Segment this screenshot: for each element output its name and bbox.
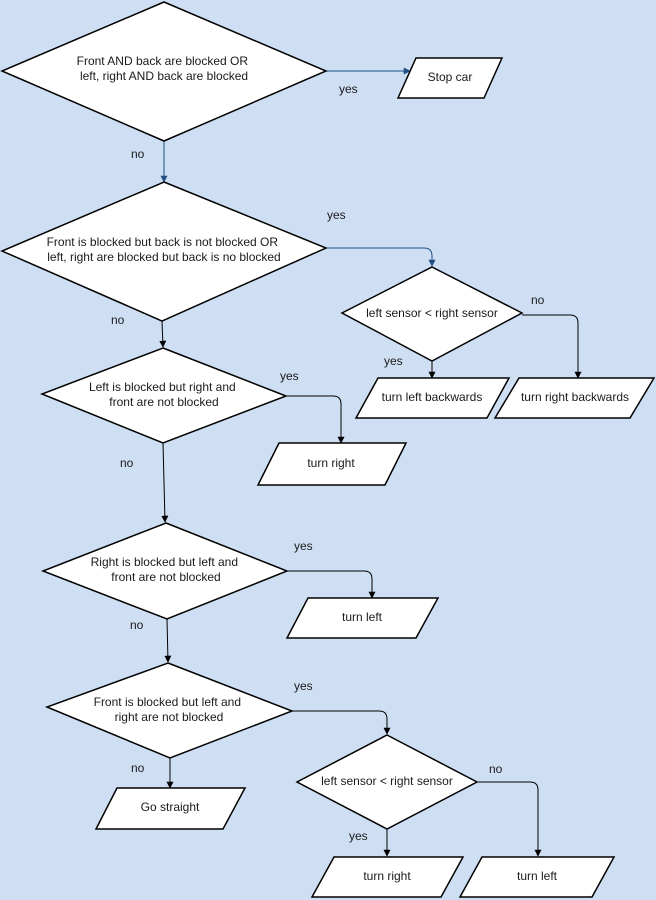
decision-d7: left sensor < right sensor <box>295 734 479 830</box>
process-turn-right-2: turn right <box>310 856 465 898</box>
label-d3-yes: yes <box>280 369 299 383</box>
label-d5-no: no <box>131 761 145 775</box>
process-turn-left-backwards-text: turn left backwards <box>382 390 483 404</box>
edges <box>159 67 582 857</box>
process-turn-right-backwards: turn right backwards <box>493 377 656 419</box>
decision-d4: Right is blocked but left and front are … <box>40 522 290 620</box>
edge-d3-yes <box>286 395 345 444</box>
process-stop-car-text: Stop car <box>428 70 473 84</box>
edge-d4-yes <box>287 570 376 599</box>
edge-d6-no <box>522 314 582 379</box>
decision-d2: Front is blocked but back is not blocked… <box>0 181 328 322</box>
process-turn-right-1-text: turn right <box>307 456 355 470</box>
label-d2-no: no <box>111 313 125 327</box>
decision-d3-text: Left is blocked but right and front are … <box>89 380 239 409</box>
decision-d4-text: Right is blocked but left and front are … <box>91 555 242 584</box>
edge-d2-no <box>159 320 167 348</box>
edge-d2-yes <box>326 247 436 267</box>
edge-d4-no <box>164 618 172 663</box>
process-stop-car: Stop car <box>396 57 504 99</box>
label-d1-yes: yes <box>339 82 358 96</box>
process-turn-left-2: turn left <box>458 856 616 898</box>
decision-d5-text: Front is blocked but left and right are … <box>94 695 245 724</box>
process-turn-left-1: turn left <box>285 597 440 639</box>
process-go-straight-text: Go straight <box>141 800 200 814</box>
decision-d1: Front AND back are blocked OR left, righ… <box>0 1 328 142</box>
label-d2-yes: yes <box>327 208 346 222</box>
process-turn-right-1: turn right <box>256 442 408 486</box>
edge-d3-no <box>161 442 169 523</box>
process-turn-left-2-text: turn left <box>517 869 558 883</box>
label-d3-no: no <box>120 456 134 470</box>
label-d5-yes: yes <box>294 679 313 693</box>
decision-d6-text: left sensor < right sensor <box>366 306 498 320</box>
label-d7-no: no <box>489 762 503 776</box>
edge-d7-no <box>477 781 542 857</box>
decision-d5: Front is blocked but left and right are … <box>44 662 295 759</box>
label-d6-yes: yes <box>384 354 403 368</box>
label-d6-no: no <box>531 293 545 307</box>
process-turn-right-2-text: turn right <box>363 869 411 883</box>
label-d7-yes: yes <box>349 829 368 843</box>
decision-d1-text: Front AND back are blocked OR left, righ… <box>77 54 252 83</box>
label-d1-no: no <box>131 147 145 161</box>
process-go-straight: Go straight <box>94 787 247 830</box>
process-turn-left-1-text: turn left <box>342 610 383 624</box>
edge-labels: yes no yes no yes no yes no yes no yes n… <box>111 82 545 843</box>
label-d4-yes: yes <box>294 539 313 553</box>
process-turn-right-backwards-text: turn right backwards <box>521 390 629 404</box>
label-d4-no: no <box>130 618 144 632</box>
process-turn-left-backwards: turn left backwards <box>354 377 511 419</box>
decision-d6: left sensor < right sensor <box>340 266 524 362</box>
decision-d3: Left is blocked but right and front are … <box>39 347 289 444</box>
decision-d2-text: Front is blocked but back is not blocked… <box>47 235 282 264</box>
decision-d7-text: left sensor < right sensor <box>321 774 453 788</box>
edge-d5-yes <box>292 710 391 735</box>
